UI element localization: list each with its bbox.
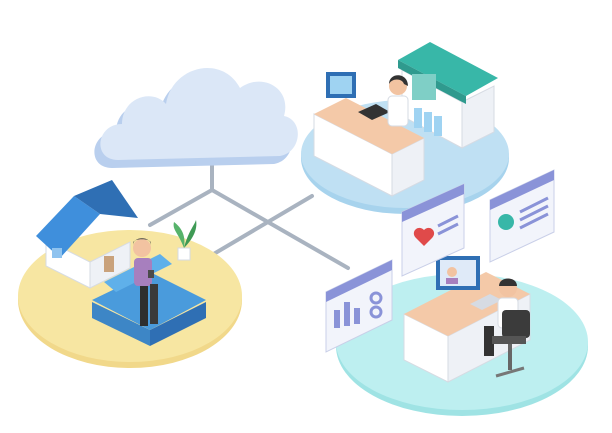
laptop-icon (358, 104, 390, 120)
reception-desk (313, 72, 425, 197)
heart-rate-panel-icon (401, 183, 465, 277)
office-chair-icon (492, 310, 530, 378)
cloud-icon (94, 67, 298, 168)
receptionist-figure (387, 75, 409, 127)
home-connector (148, 188, 214, 227)
house-icon (36, 180, 138, 289)
keyboard-icon (470, 294, 502, 310)
hospital-building (398, 42, 498, 149)
plant-icon (173, 220, 197, 261)
medical-report-panel-icon (489, 169, 555, 263)
hospital-sign-icon (412, 74, 436, 100)
vitals-chart-panel-icon (325, 259, 393, 353)
patient-figure (133, 238, 158, 326)
hospital-connector (210, 194, 314, 257)
